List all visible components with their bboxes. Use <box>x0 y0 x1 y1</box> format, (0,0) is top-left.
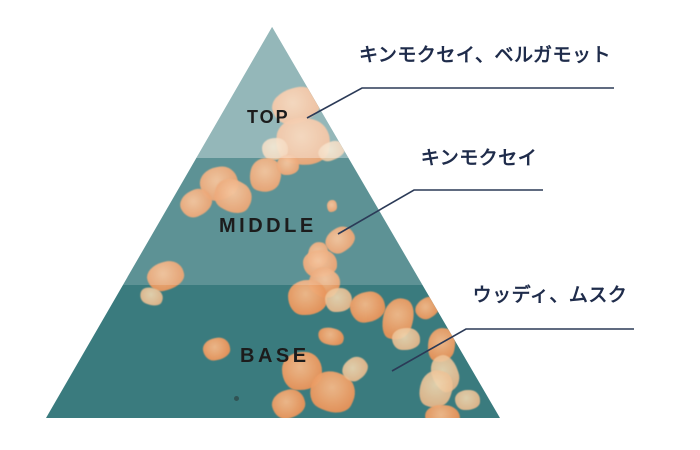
osmanthus-petal <box>327 200 337 212</box>
osmanthus-petal <box>262 138 288 160</box>
tier-label-middle: MIDDLE <box>219 215 317 237</box>
petal-speck <box>234 396 239 401</box>
tier-label-base: BASE <box>240 345 310 367</box>
note-middle-ingredients: キンモクセイ <box>420 148 538 169</box>
osmanthus-petal <box>277 155 299 175</box>
osmanthus-petal <box>455 390 480 410</box>
callout-line-top <box>306 87 614 119</box>
osmanthus-petal <box>288 280 327 315</box>
note-top-ingredients: キンモクセイ、ベルガモット <box>359 45 611 66</box>
tier-label-top: TOP <box>247 107 290 127</box>
osmanthus-petal <box>325 288 352 312</box>
note-base-ingredients: ウッディ、ムスク <box>472 285 628 306</box>
